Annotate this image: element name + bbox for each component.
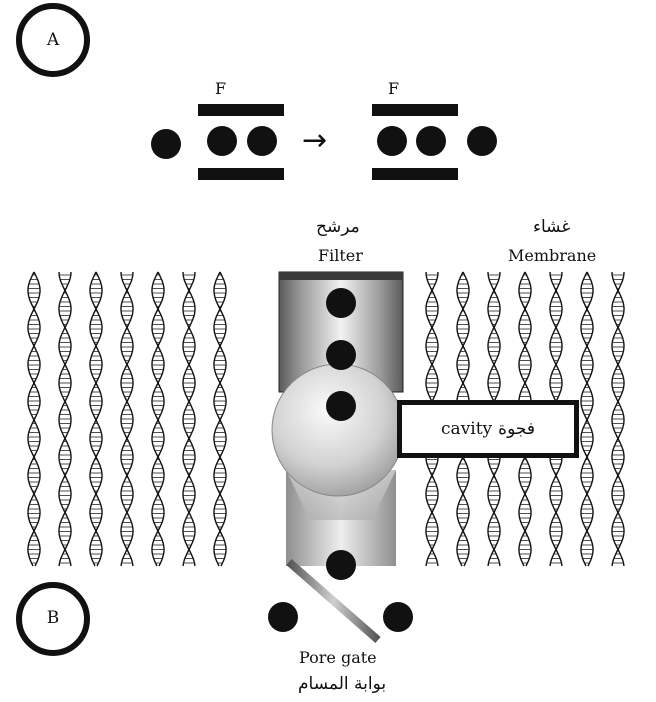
lipid-helix [89, 271, 103, 567]
ion [207, 126, 237, 156]
filter-after-label: F [388, 79, 400, 98]
cavity-label: cavity [441, 419, 493, 439]
ion [326, 340, 356, 370]
arrow-icon: → [302, 123, 328, 158]
membrane-label: Membrane [508, 246, 597, 265]
panel-a-label: A [46, 30, 60, 50]
pore-gate-label-arabic: بوابة المسام [298, 674, 387, 694]
lipid-helix [27, 271, 41, 567]
central-cavity [271, 363, 405, 497]
lipid-helix [151, 271, 165, 567]
filter-after [372, 104, 497, 180]
pore-gate-label: Pore gate [299, 648, 377, 667]
filter-label-arabic: مرشح [316, 217, 360, 237]
lipid-helix [182, 271, 196, 567]
filter-before [151, 104, 284, 180]
cavity-label-arabic: فجوة [498, 419, 535, 439]
ion-channel [268, 271, 413, 644]
filter-before-bottom-wall [198, 168, 284, 180]
ion [377, 126, 407, 156]
panel-b [16, 271, 625, 656]
panel-b-label-circle [16, 582, 90, 656]
lipid-helix [213, 271, 227, 567]
panel-a [16, 3, 497, 180]
filter-after-top-wall [372, 104, 458, 116]
ion [268, 602, 298, 632]
pore-gate-stick [286, 558, 381, 644]
cavity-callout: cavity فجوة [397, 400, 579, 458]
lipid-helix [580, 271, 594, 567]
membrane [27, 271, 625, 567]
ion [467, 126, 497, 156]
ion [247, 126, 277, 156]
panel-b-label: B [46, 608, 60, 628]
membrane-label-arabic: غشاء [533, 217, 571, 237]
filter-before-label: F [215, 79, 227, 98]
filter-label: Filter [318, 246, 363, 265]
ion [326, 550, 356, 580]
panel-a-label-circle [16, 3, 90, 77]
filter-rim [279, 272, 403, 280]
ion [151, 129, 181, 159]
filter-before-top-wall [198, 104, 284, 116]
ion [383, 602, 413, 632]
filter-after-bottom-wall [372, 168, 458, 180]
ion [326, 391, 356, 421]
lipid-helix [58, 271, 72, 567]
lipid-helix [120, 271, 134, 567]
ion [416, 126, 446, 156]
ion [326, 288, 356, 318]
lipid-helix [611, 271, 625, 567]
